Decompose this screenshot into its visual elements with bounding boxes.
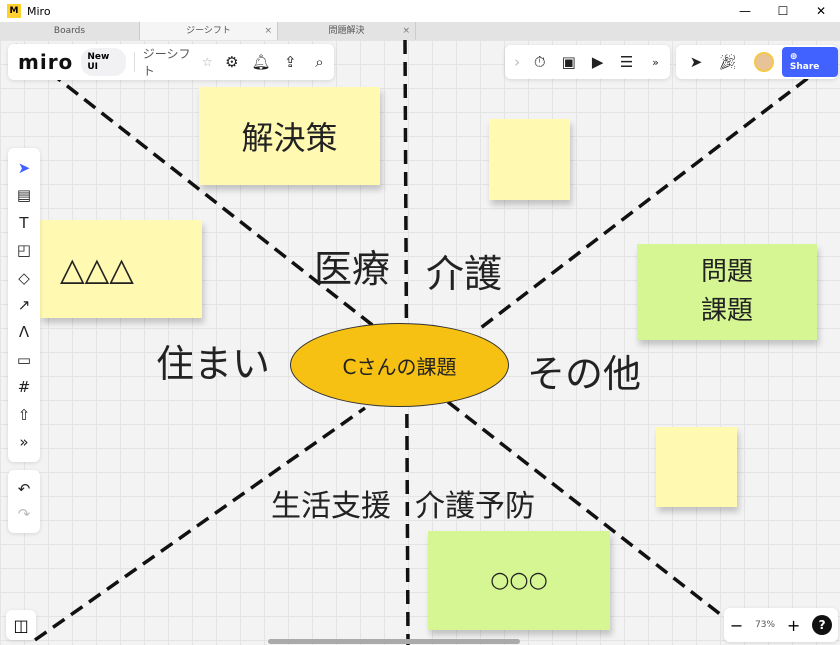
tab-g-shift[interactable]: ジーシフト × <box>140 22 278 40</box>
upload-icon[interactable]: ⇧ <box>17 405 31 424</box>
sticky-note-icon[interactable]: ◰ <box>16 241 32 260</box>
tab-close-icon[interactable]: × <box>402 26 410 36</box>
zoom-controls: − 73% + ? <box>724 608 838 642</box>
zoom-out-button[interactable]: − <box>729 615 744 635</box>
sidebar-panel-icon: ◫ <box>13 615 29 635</box>
left-tool-palette: ➤ ▤ T ◰ ◇ ↗ Ʌ ▭ # ⇧ » <box>8 148 40 462</box>
cursor-follow-icon[interactable]: ➤ <box>689 53 703 71</box>
globe-icon: ⊕ <box>789 52 798 62</box>
comment-icon[interactable]: ▭ <box>16 350 32 369</box>
zoom-in-button[interactable]: + <box>786 615 801 635</box>
miro-logo-icon: M <box>7 4 21 18</box>
window-titlebar: M Miro — ☐ ✕ <box>0 0 840 22</box>
minimize-button[interactable]: — <box>739 4 751 18</box>
close-button[interactable]: ✕ <box>815 4 827 18</box>
undo-icon[interactable]: ↶ <box>17 479 31 498</box>
tab-bar: Boards ジーシフト × 問題解決 × <box>0 22 840 40</box>
chevron-right-icon[interactable]: › <box>514 53 521 71</box>
tab-problem-solving[interactable]: 問題解決 × <box>278 22 416 40</box>
card-icon[interactable]: ▣ <box>561 53 576 71</box>
center-topic-ellipse[interactable]: Cさんの課題 <box>290 323 509 407</box>
templates-icon[interactable]: ▤ <box>16 186 32 205</box>
celebrate-icon[interactable]: 🎉︎ <box>718 53 738 71</box>
top-collab-toolbar: › ⏱ ▣ ▶ ☰ » <box>505 45 670 79</box>
vertical-divider <box>403 40 410 645</box>
timer-icon[interactable]: ⏱ <box>533 53 546 71</box>
top-right-toolbar: ➤ 🎉︎ ⊕ Share <box>676 45 839 79</box>
category-label-care-prevention[interactable]: 介護予防 <box>415 489 535 524</box>
sticky-note[interactable]: 問題 課題 <box>637 244 817 340</box>
tab-close-icon[interactable]: × <box>264 26 272 36</box>
category-label-other[interactable]: その他 <box>527 352 642 396</box>
diagonal-divider-bl <box>33 406 367 642</box>
panels-toggle[interactable]: ◫ <box>6 610 36 640</box>
text-icon[interactable]: T <box>19 213 29 232</box>
new-ui-badge[interactable]: New UI <box>81 48 126 76</box>
diagonal-divider-tr <box>476 63 827 332</box>
select-cursor-icon[interactable]: ➤ <box>17 158 31 177</box>
presentation-icon[interactable]: ▶ <box>591 53 604 71</box>
zoom-level[interactable]: 73% <box>755 620 776 630</box>
star-icon[interactable]: ☆ <box>201 55 213 69</box>
sticky-note[interactable]: △△△ <box>40 220 202 318</box>
sticky-note[interactable] <box>656 427 737 507</box>
miro-brand[interactable]: miro <box>18 50 74 74</box>
tab-label: 問題解決 <box>328 26 365 36</box>
tab-boards[interactable]: Boards <box>0 22 140 40</box>
sticky-note[interactable]: ○○○ <box>428 531 610 630</box>
sticky-note[interactable] <box>489 119 570 200</box>
bell-icon[interactable]: 🔔︎ <box>251 53 271 71</box>
sticky-note[interactable]: 解決策 <box>199 87 380 185</box>
upload-icon[interactable]: ⇪ <box>283 53 297 71</box>
tab-label: Boards <box>53 26 86 36</box>
maximize-button[interactable]: ☐ <box>777 4 789 18</box>
tab-label: ジーシフト <box>186 26 231 36</box>
window-title: Miro <box>27 4 51 18</box>
diagonal-divider-br <box>446 400 727 620</box>
more-tools-icon[interactable]: » <box>19 433 29 452</box>
avatar[interactable] <box>753 52 774 72</box>
gear-icon[interactable]: ⚙ <box>225 53 239 71</box>
share-label: Share <box>789 62 820 72</box>
category-label-care[interactable]: 介護 <box>426 252 503 296</box>
divider <box>133 52 135 72</box>
board-name[interactable]: ジーシフト <box>142 47 191 78</box>
board-canvas[interactable]: 解決策 △△△ 問題 課題 ○○○ Cさんの課題 医療 介護 住まい その他 生… <box>0 40 840 645</box>
top-left-toolbar: miro New UI ジーシフト ☆ ⚙ 🔔︎ ⇪ ⌕ <box>8 44 334 80</box>
undo-redo-panel: ↶ ↷ <box>8 470 40 533</box>
frame-icon[interactable]: # <box>17 378 31 397</box>
dashed-divider-lines <box>13 40 827 645</box>
search-icon[interactable]: ⌕ <box>315 53 324 71</box>
category-label-medical[interactable]: 医療 <box>314 247 391 291</box>
shapes-icon[interactable]: ◇ <box>18 268 30 287</box>
arrow-icon[interactable]: ↗ <box>17 295 31 314</box>
chevron-double-down-icon[interactable]: » <box>652 55 659 69</box>
center-topic-text: Cさんの課題 <box>342 354 457 379</box>
pen-icon[interactable]: Ʌ <box>18 323 30 342</box>
redo-icon[interactable]: ↷ <box>17 505 31 524</box>
help-button[interactable]: ? <box>812 615 833 635</box>
share-button[interactable]: ⊕ Share <box>781 47 839 77</box>
horizontal-scrollbar[interactable] <box>268 639 520 644</box>
category-label-life-support[interactable]: 生活支援 <box>271 489 391 524</box>
diagonal-divider-tl <box>13 43 387 337</box>
notes-icon[interactable]: ☰ <box>619 53 634 71</box>
category-label-housing[interactable]: 住まい <box>156 342 271 386</box>
